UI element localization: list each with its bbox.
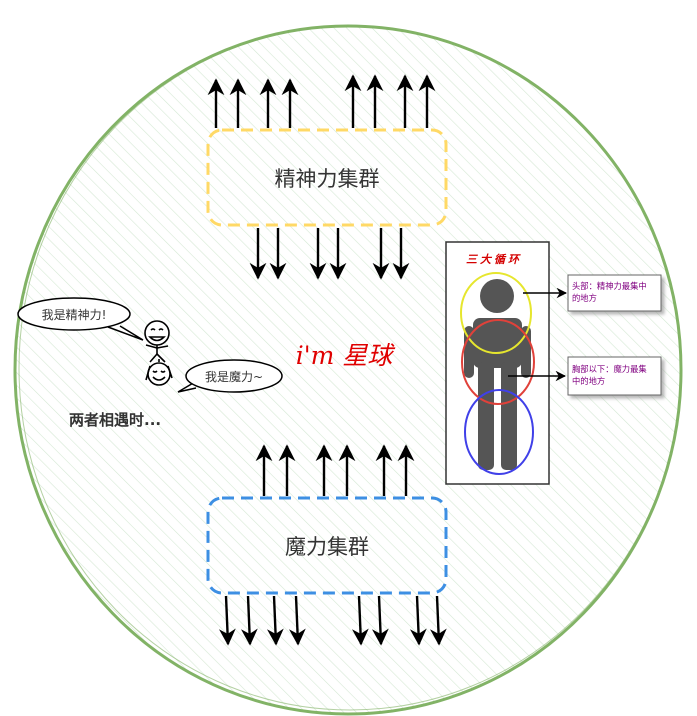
spirit-cluster-label: 精神力集群 [275, 167, 380, 191]
magic-up-arrows [255, 444, 415, 496]
ring-red [461, 319, 535, 405]
note-chest[interactable]: 胸部以下：魔力最集 中的地方 [567, 356, 662, 396]
ring-blue [464, 389, 534, 475]
magic-down-arrows [218, 595, 447, 646]
spirit-up-arrows [207, 74, 436, 128]
planet-title: i'm 星球 [296, 341, 397, 370]
cycle-legend[interactable]: 三大循环 [445, 241, 550, 485]
note-head-line1: 头部：精神力最集中 [572, 281, 647, 291]
legend-title: 三大循环 [466, 253, 522, 266]
planet-circle [13, 24, 683, 716]
speech-spirit-text: 我是精神力! [42, 308, 107, 322]
magic-cluster-label: 魔力集群 [285, 535, 369, 559]
speech-bubble-spirit: 我是精神力! [17, 297, 144, 341]
speech-magic-text: 我是魔力~ [205, 369, 263, 384]
stick-figures-icon [144, 320, 173, 386]
speech-bubble-magic: 我是魔力~ [177, 359, 283, 393]
meeting-caption: 两者相遇时... [69, 411, 161, 429]
note-head[interactable]: 头部：精神力最集中 的地方 [567, 274, 662, 312]
person-icon [464, 279, 531, 470]
note-head-line2: 的地方 [572, 293, 597, 303]
magic-cluster[interactable]: 魔力集群 [206, 496, 448, 595]
spirit-down-arrows [249, 228, 410, 280]
note-chest-line2: 中的地方 [572, 376, 605, 386]
note-chest-line1: 胸部以下：魔力最集 [572, 364, 647, 374]
ring-yellow [460, 272, 532, 354]
note-connectors [508, 287, 568, 382]
spirit-cluster[interactable]: 精神力集群 [206, 128, 448, 227]
